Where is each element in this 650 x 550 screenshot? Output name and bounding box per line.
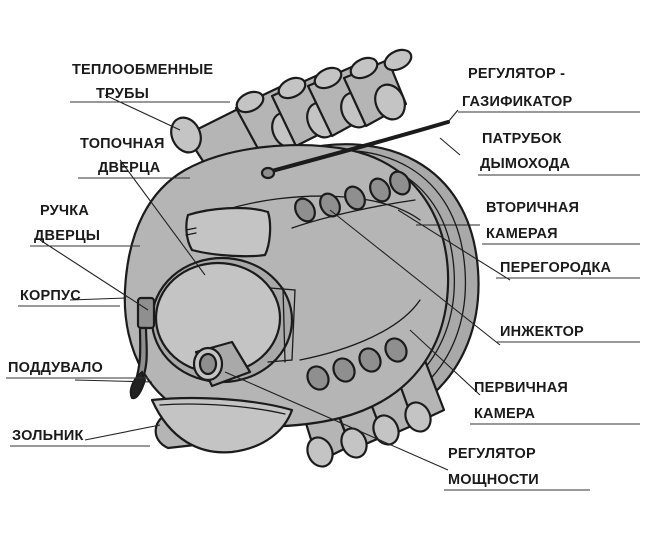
- svg-text:ТОПОЧНАЯ: ТОПОЧНАЯ: [80, 136, 165, 152]
- label-firebox-door: ТОПОЧНАЯ ДВЕРЦА: [80, 136, 165, 176]
- svg-text:РУЧКА: РУЧКА: [40, 203, 89, 219]
- label-partition: ПЕРЕГОРОДКА: [500, 260, 611, 276]
- label-blower: ПОДДУВАЛО: [8, 360, 103, 376]
- svg-text:ВТОРИЧНАЯ: ВТОРИЧНАЯ: [486, 200, 579, 216]
- svg-text:РЕГУЛЯТОР: РЕГУЛЯТОР: [448, 446, 536, 462]
- label-secondary-chamber: ВТОРИЧНАЯ КАМЕРАЯ: [486, 200, 579, 242]
- svg-text:ПАТРУБОК: ПАТРУБОК: [482, 131, 562, 147]
- svg-text:ДЫМОХОДА: ДЫМОХОДА: [480, 156, 570, 172]
- svg-text:ТРУБЫ: ТРУБЫ: [96, 86, 149, 102]
- power-regulator-tube: [192, 340, 252, 388]
- label-flue-pipe: ПАТРУБОК ДЫМОХОДА: [480, 131, 570, 172]
- svg-text:ГАЗИФИКАТОР: ГАЗИФИКАТОР: [462, 94, 572, 110]
- label-regulator-gasifier: РЕГУЛЯТОР - ГАЗИФИКАТОР: [462, 66, 572, 110]
- leader-lines: [39, 94, 511, 471]
- svg-text:ПОДДУВАЛО: ПОДДУВАЛО: [8, 360, 103, 376]
- svg-text:РЕГУЛЯТОР -: РЕГУЛЯТОР -: [468, 66, 565, 82]
- svg-text:ДВЕРЦЫ: ДВЕРЦЫ: [34, 228, 100, 244]
- svg-text:ДВЕРЦА: ДВЕРЦА: [98, 160, 161, 176]
- svg-text:ЗОЛЬНИК: ЗОЛЬНИК: [12, 428, 84, 444]
- svg-text:ПЕРЕГОРОДКА: ПЕРЕГОРОДКА: [500, 260, 611, 276]
- label-underlines: [6, 101, 640, 491]
- gasifier-rod: [260, 120, 450, 180]
- label-body: КОРПУС: [20, 288, 81, 304]
- label-injector: ИНЖЕКТОР: [500, 324, 584, 340]
- door-handle: [129, 296, 156, 400]
- lower-inner-tube-ends: [306, 337, 408, 391]
- svg-text:ТЕПЛООБМЕННЫЕ: ТЕПЛООБМЕННЫЕ: [72, 62, 213, 78]
- svg-text:КАМЕРА: КАМЕРА: [474, 406, 535, 422]
- svg-text:КОРПУС: КОРПУС: [20, 288, 81, 304]
- label-primary-chamber: ПЕРВИЧНАЯ КАМЕРА: [474, 380, 568, 422]
- label-ash-pan: ЗОЛЬНИК: [12, 428, 84, 444]
- label-door-handle: РУЧКА ДВЕРЦЫ: [34, 203, 100, 244]
- door-top-plate: [185, 206, 272, 258]
- label-heat-exchange-tubes: ТЕПЛООБМЕННЫЕ ТРУБЫ: [72, 62, 213, 102]
- label-power-regulator: РЕГУЛЯТОР МОЩНОСТИ: [448, 446, 539, 488]
- svg-text:КАМЕРАЯ: КАМЕРАЯ: [486, 226, 558, 242]
- svg-text:МОЩНОСТИ: МОЩНОСТИ: [448, 472, 539, 488]
- ash-pan: [150, 396, 294, 454]
- firebox-door: [150, 256, 296, 384]
- upper-inner-tube-ends: [291, 170, 416, 229]
- svg-text:ИНЖЕКТОР: ИНЖЕКТОР: [500, 324, 584, 340]
- svg-text:ПЕРВИЧНАЯ: ПЕРВИЧНАЯ: [474, 380, 568, 396]
